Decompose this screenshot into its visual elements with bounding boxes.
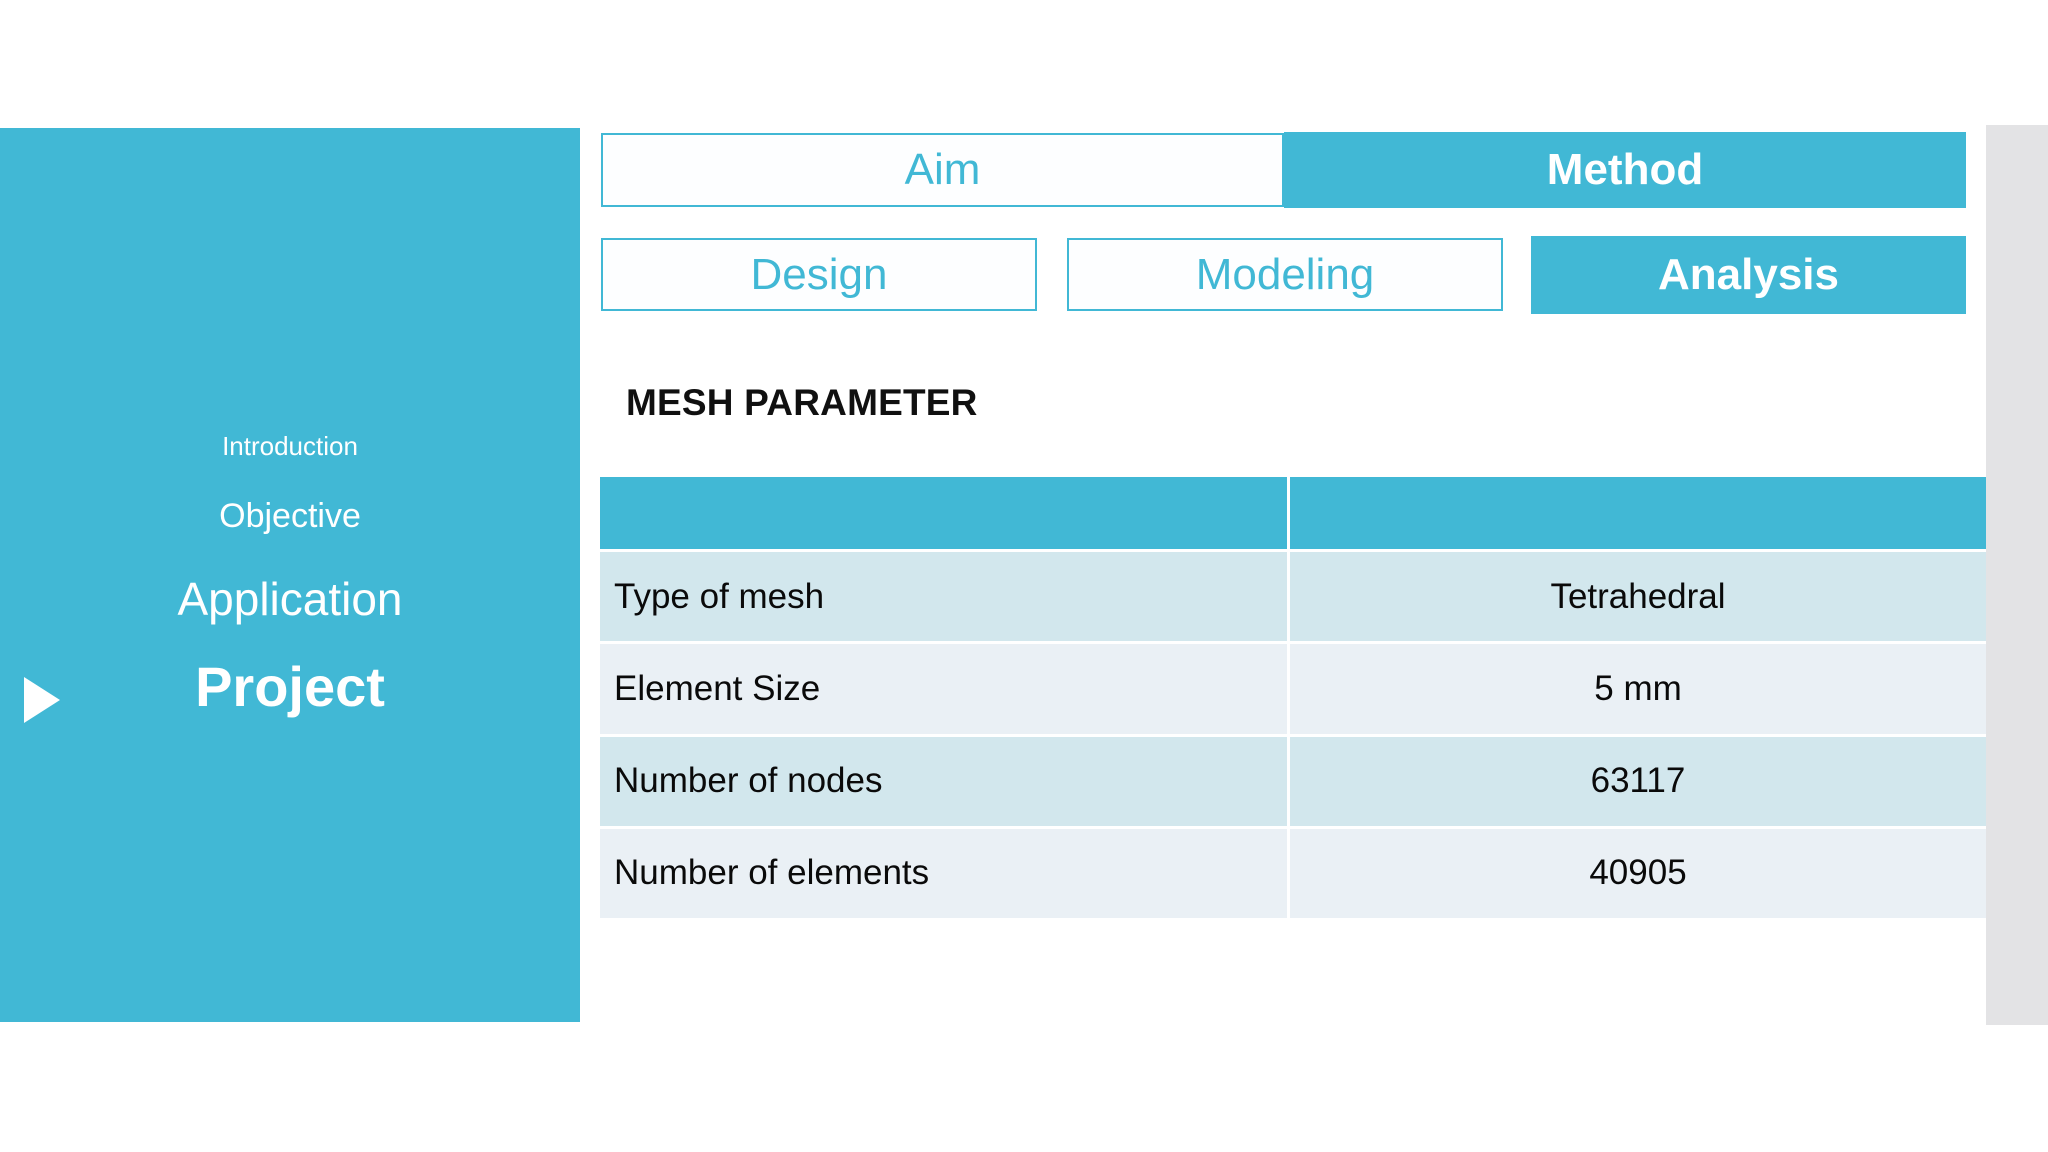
table-cell-parameter: Number of elements — [600, 828, 1290, 918]
tab-aim[interactable]: Aim — [601, 133, 1284, 207]
sidebar-item-introduction[interactable]: Introduction — [222, 431, 358, 461]
table-cell-value: Tetrahedral — [1290, 552, 1986, 645]
tab-method[interactable]: Method — [1284, 132, 1966, 208]
tab-method-label: Method — [1546, 145, 1704, 194]
table-row: Element Size 5 mm — [600, 644, 1986, 737]
table-cell-parameter: Type of mesh — [600, 552, 1290, 645]
page-title: MESH PARAMETER — [626, 382, 978, 423]
sidebar-nav-list: Introduction Objective Application Proje… — [0, 128, 580, 1022]
sidebar-item-project[interactable]: Project — [195, 655, 385, 718]
table-header-row — [600, 477, 1986, 552]
table-cell-parameter: Number of nodes — [600, 736, 1290, 829]
table-cell-parameter: Element Size — [600, 644, 1290, 737]
sidebar: Introduction Objective Application Proje… — [0, 128, 580, 1022]
table-row: Number of nodes 63117 — [600, 736, 1986, 829]
right-side-panel — [1986, 125, 2048, 1025]
sidebar-item-objective[interactable]: Objective — [219, 497, 361, 535]
play-triangle-icon — [24, 677, 60, 723]
table-row: Number of elements 40905 — [600, 828, 1986, 918]
tab-aim-label: Aim — [904, 145, 981, 194]
mesh-parameter-table: Type of mesh Tetrahedral Element Size 5 … — [600, 477, 1986, 918]
tab-design-label: Design — [750, 249, 888, 299]
table-cell-value: 40905 — [1290, 828, 1986, 918]
sidebar-item-application[interactable]: Application — [177, 573, 403, 625]
table-header-value — [1290, 477, 1986, 552]
tab-analysis[interactable]: Analysis — [1531, 236, 1966, 314]
tab-modeling[interactable]: Modeling — [1067, 238, 1503, 311]
table-cell-value: 63117 — [1290, 736, 1986, 829]
table-cell-value: 5 mm — [1290, 644, 1986, 737]
tab-analysis-label: Analysis — [1658, 250, 1839, 299]
table-row: Type of mesh Tetrahedral — [600, 552, 1986, 645]
table-header-parameter — [600, 477, 1290, 552]
tab-design[interactable]: Design — [601, 238, 1037, 311]
tab-modeling-label: Modeling — [1195, 249, 1375, 299]
